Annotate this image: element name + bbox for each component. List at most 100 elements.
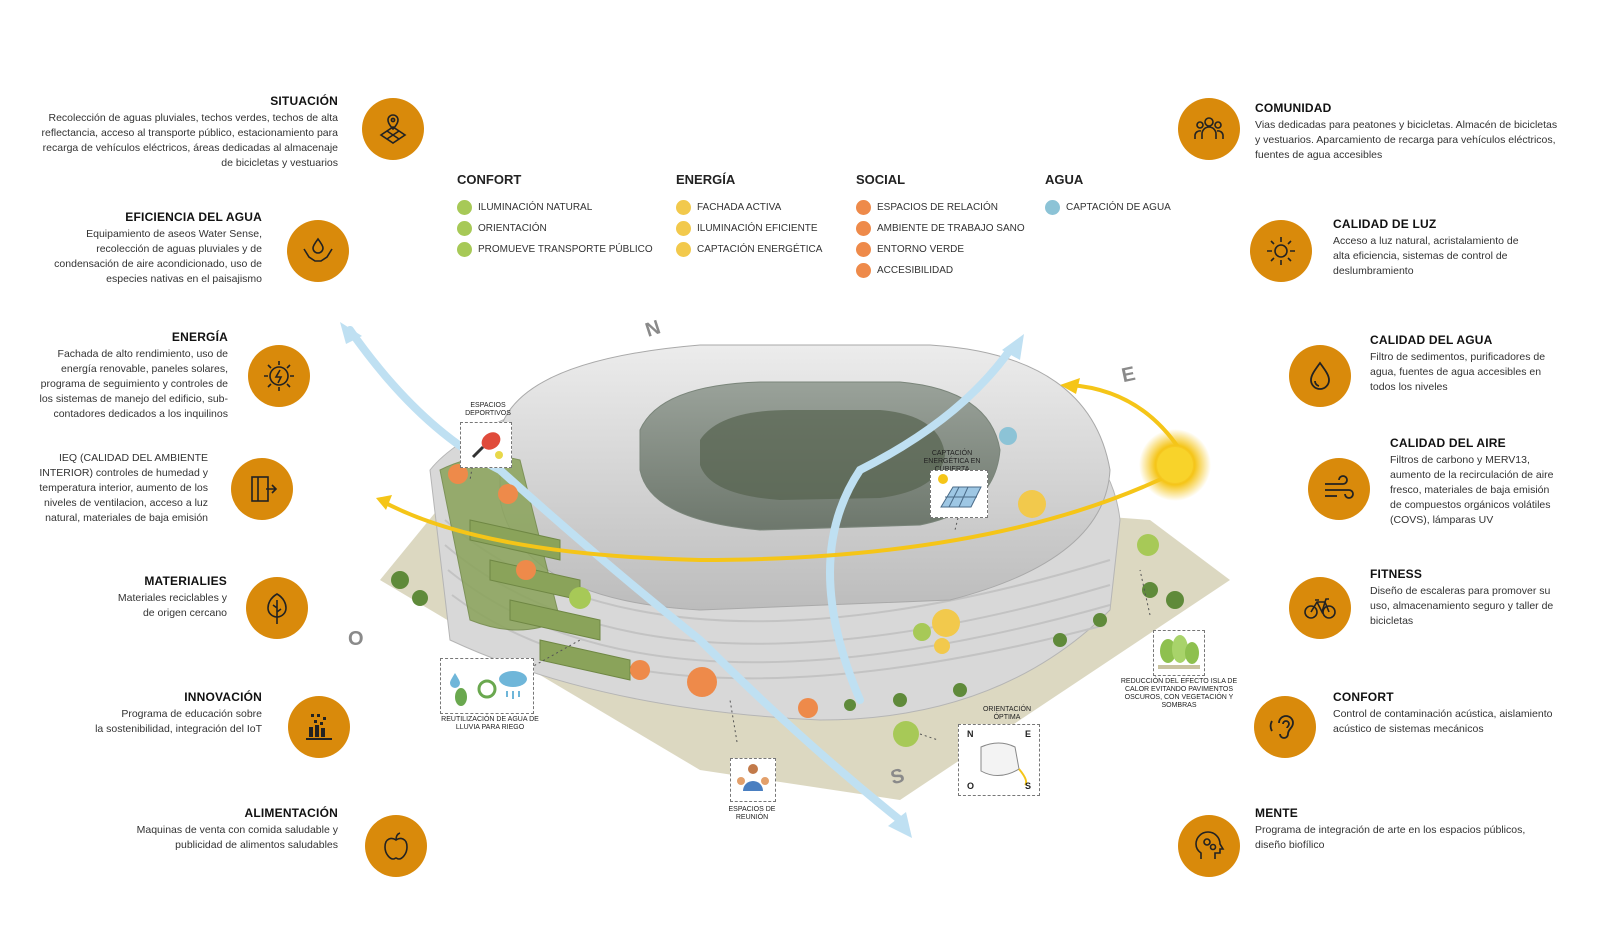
feature-title: MENTE — [1255, 806, 1298, 820]
tree-icon — [246, 577, 308, 639]
trees-icon — [1158, 635, 1200, 669]
feature-confort: CONFORT Control de contaminación acústic… — [1333, 690, 1583, 737]
mind-gears-icon — [1178, 815, 1240, 877]
label-orientacion-optima: ORIENTACIÓN ÓPTIMA — [982, 706, 1032, 721]
feature-title: SITUACIÓN — [270, 94, 338, 108]
people-group-icon — [1178, 98, 1240, 160]
feature-mente: MENTE Programa de integración de arte en… — [1255, 806, 1555, 853]
legend-heading: ENERGÍA — [676, 172, 736, 187]
feature-title: CALIDAD DEL AIRE — [1390, 436, 1506, 450]
feature-calidad-aire: CALIDAD DEL AIRE Filtros de carbono y ME… — [1390, 436, 1590, 528]
mini-compass-o: O — [967, 781, 975, 791]
legend-heading: SOCIAL — [856, 172, 906, 187]
feature-title: COMUNIDAD — [1255, 101, 1332, 115]
heat-island-callout-box — [1153, 630, 1205, 676]
feature-desc: Acceso a luz natural, acristalamiento de… — [1333, 235, 1519, 277]
meeting-callout-box — [730, 758, 776, 802]
label-captacion-cubierta: CAPTACIÓN ENERGÉTICA EN CUBIERTA — [923, 450, 981, 473]
legend-confort: CONFORT ILUMINACIÓN NATURAL ORIENTACIÓN … — [457, 172, 653, 260]
feature-eficiencia-agua: EFICIENCIA DEL AGUA Equipamiento de aseo… — [2, 210, 262, 287]
feature-desc: Maquinas de venta con comida saludable y… — [136, 824, 338, 851]
legend-energia: ENERGÍA FACHADA ACTIVA ILUMINACIÓN EFICI… — [676, 172, 822, 260]
ear-icon — [1254, 696, 1316, 758]
wind-arrow-nw — [346, 326, 904, 824]
water-hands-icon — [287, 220, 349, 282]
feature-desc: Filtros de carbono y MERV13,aumento de l… — [1390, 454, 1554, 526]
feature-calidad-luz: CALIDAD DE LUZ Acceso a luz natural, acr… — [1333, 217, 1573, 279]
people-meeting-icon — [737, 764, 769, 791]
wheelchair-small-icon — [856, 263, 871, 278]
sun-icon — [1250, 220, 1312, 282]
solar-small-icon — [676, 242, 691, 257]
sun-small-icon — [457, 200, 472, 215]
legend-item: CAPTACIÓN DE AGUA — [1045, 197, 1171, 218]
feature-desc: Recolección de aguas pluviales, techos v… — [41, 112, 338, 169]
legend-item: CAPTACIÓN ENERGÉTICA — [676, 239, 822, 260]
legend-social: SOCIAL ESPACIOS DE RELACIÓN AMBIENTE DE … — [856, 172, 1025, 281]
label-espacios-reunion: ESPACIOS DE REUNIÓN — [728, 806, 776, 821]
legend-item: ILUMINACIÓN NATURAL — [457, 197, 653, 218]
solar-callout-box — [930, 470, 988, 518]
legend-item: ILUMINACIÓN EFICIENTE — [676, 218, 822, 239]
feature-alimentacion: ALIMENTACIÓN Maquinas de venta con comid… — [58, 806, 338, 853]
apple-icon — [365, 815, 427, 877]
compass-west: O — [348, 628, 364, 650]
feature-title: FITNESS — [1370, 567, 1423, 581]
legend-heading: AGUA — [1045, 172, 1084, 187]
rain-reuse-icon — [450, 671, 527, 706]
person-small-icon — [856, 221, 871, 236]
facade-small-icon — [676, 200, 691, 215]
feature-desc: Programa de integración de arte en los e… — [1255, 824, 1526, 851]
feature-title: CALIDAD DEL AGUA — [1370, 333, 1493, 347]
legend-item: ACCESIBILIDAD — [856, 260, 1025, 281]
rainwater-callout-box — [440, 658, 534, 714]
feature-comunidad: COMUNIDAD Vias dedicadas para peatones y… — [1255, 101, 1585, 163]
chat-small-icon — [856, 200, 871, 215]
feature-calidad-agua: CALIDAD DEL AGUA Filtro de sedimentos, p… — [1370, 333, 1590, 395]
door-exit-icon — [231, 458, 293, 520]
feature-title: EFICIENCIA DEL AGUA — [125, 210, 262, 224]
drop-small-icon — [1045, 200, 1060, 215]
wind-arrow-ne — [826, 346, 1014, 704]
feature-title: CALIDAD DE LUZ — [1333, 217, 1437, 231]
feature-energia: ENERGÍA Fachada de alto rendimiento, uso… — [0, 330, 228, 422]
solar-panel-icon — [938, 474, 982, 508]
feature-situacion: SITUACIÓN Recolección de aguas pluviales… — [18, 94, 338, 171]
mini-compass-s: S — [1024, 781, 1031, 791]
innovation-city-icon — [288, 696, 350, 758]
legend-item: ENTORNO VERDE — [856, 239, 1025, 260]
orientation-callout-box: N E O S — [958, 724, 1040, 796]
compass-small-icon — [457, 221, 472, 236]
feature-title: MATERIALIES — [144, 574, 227, 588]
water-drop-icon — [1289, 345, 1351, 407]
racket-icon — [471, 432, 503, 459]
feature-fitness: FITNESS Diseño de escaleras para promove… — [1370, 567, 1590, 629]
feature-desc: Vias dedicadas para peatones y bicicleta… — [1255, 119, 1558, 161]
mini-compass-n: N — [967, 729, 974, 739]
legend-heading: CONFORT — [457, 172, 522, 187]
feature-title: INNOVACIÓN — [184, 690, 262, 704]
label-reutilizacion: REUTILIZACIÓN DE AGUA DE LLUVIA PARA RIE… — [441, 716, 539, 731]
feature-title: ENERGÍA — [171, 330, 228, 344]
energy-bolt-icon — [248, 345, 310, 407]
bulb-small-icon — [676, 221, 691, 236]
label-isla-calor: REDUCCIÓN DEL EFECTO ISLA DE CALOR EVITA… — [1120, 678, 1238, 709]
legend-item: FACHADA ACTIVA — [676, 197, 822, 218]
legend-item: ESPACIOS DE RELACIÓN — [856, 197, 1025, 218]
mini-compass-e: E — [1024, 729, 1031, 739]
label-espacios-deportivos: ESPACIOS DEPORTIVOS — [465, 402, 511, 417]
bicycle-icon — [1289, 577, 1351, 639]
location-grid-icon — [362, 98, 424, 160]
feature-desc: Equipamiento de aseos Water Sense,recole… — [54, 228, 262, 285]
feature-desc: Control de contaminación acústica, aisla… — [1333, 708, 1553, 735]
wind-icon — [1308, 458, 1370, 520]
